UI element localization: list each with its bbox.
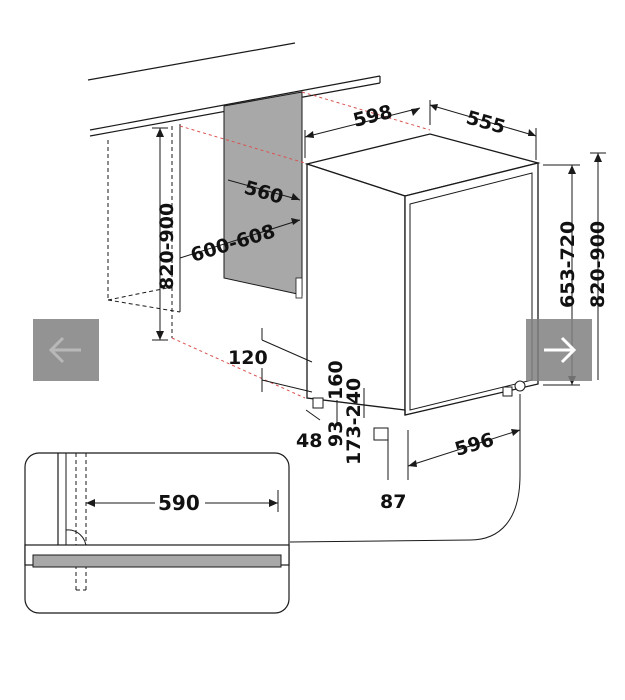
dim-120-label: 120 bbox=[228, 347, 268, 369]
dim-820-900-left-label: 820-900 bbox=[156, 203, 178, 290]
detail-inset bbox=[24, 452, 290, 614]
dimension-lines bbox=[152, 100, 606, 543]
dim-93-label: 93 bbox=[325, 421, 347, 447]
dim-87-label: 87 bbox=[380, 491, 406, 513]
dim-653-720-label: 653-720 bbox=[557, 221, 579, 308]
wall-socket bbox=[295, 277, 303, 299]
dim-48-label: 48 bbox=[296, 430, 322, 452]
dim-555-label: 555 bbox=[464, 107, 508, 139]
dim-820-900-right-label: 820-900 bbox=[587, 221, 609, 308]
dim-173-240-label: 173-240 bbox=[343, 378, 365, 465]
dishwasher-feet bbox=[312, 380, 526, 441]
arrow-left-icon bbox=[48, 336, 81, 364]
previous-image-button[interactable] bbox=[33, 319, 99, 381]
arrow-right-icon bbox=[544, 336, 577, 364]
dim-590-label: 590 bbox=[158, 491, 200, 515]
hidden-lines bbox=[171, 91, 431, 399]
dim-160-label: 160 bbox=[325, 360, 347, 400]
niche-outline bbox=[107, 124, 181, 338]
next-image-button[interactable] bbox=[526, 319, 592, 381]
dim-596-label: 596 bbox=[452, 429, 496, 461]
dim-598-label: 598 bbox=[351, 101, 395, 132]
dishwasher-body bbox=[304, 133, 541, 416]
